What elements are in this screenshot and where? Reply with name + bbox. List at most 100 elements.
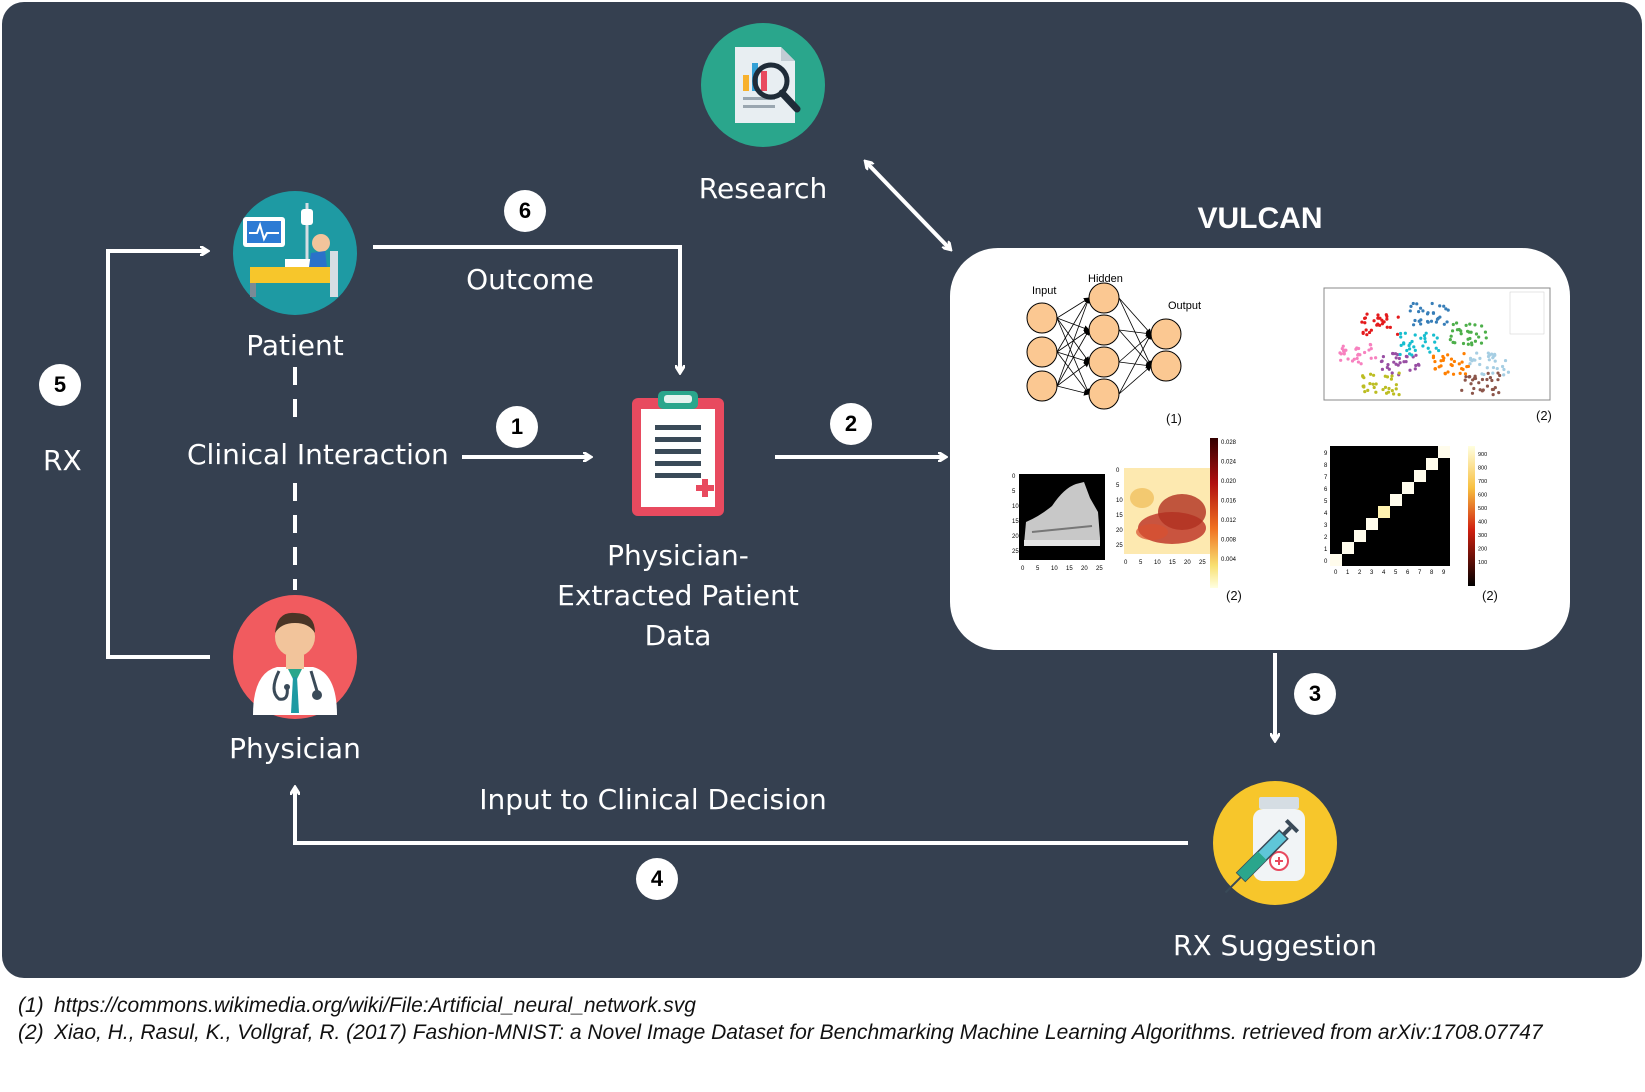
tsne-point bbox=[1432, 333, 1436, 337]
sneaker-x-tick: 0 bbox=[1124, 560, 1128, 566]
tsne-point bbox=[1390, 389, 1394, 393]
tsne-point bbox=[1403, 331, 1407, 335]
rx-suggestion-label: RX Suggestion bbox=[1172, 929, 1378, 962]
tsne-point bbox=[1394, 356, 1398, 360]
tsne-point bbox=[1457, 362, 1461, 366]
sneaker-x-tick: 25 bbox=[1096, 566, 1103, 572]
tsne-point bbox=[1380, 367, 1385, 371]
tsne-point bbox=[1502, 373, 1506, 377]
nn-neuron bbox=[1026, 302, 1058, 334]
tsne-point bbox=[1461, 341, 1466, 346]
tsne-point bbox=[1506, 370, 1511, 374]
sneaker-x-tick: 10 bbox=[1154, 560, 1161, 566]
tsne-point bbox=[1411, 323, 1416, 327]
tsne-point bbox=[1419, 336, 1423, 340]
rx-label: RX bbox=[43, 444, 82, 477]
tsne-point bbox=[1449, 362, 1453, 367]
sneaker-x-tick: 20 bbox=[1184, 560, 1191, 566]
tsne-point bbox=[1396, 363, 1400, 367]
sneaker-y-tick: 25 bbox=[1116, 543, 1123, 549]
cm-x-tick: 7 bbox=[1418, 570, 1422, 576]
sneaker-x-tick: 15 bbox=[1066, 566, 1073, 572]
tsne-point bbox=[1385, 317, 1389, 321]
tsne-point bbox=[1361, 331, 1365, 335]
tsne-point bbox=[1439, 364, 1443, 368]
tsne-point bbox=[1374, 390, 1378, 394]
nn-connection bbox=[1056, 297, 1090, 353]
tsne-point bbox=[1415, 302, 1419, 306]
tsne-point bbox=[1402, 342, 1406, 346]
tsne-point bbox=[1372, 385, 1376, 390]
nn-connection bbox=[1118, 333, 1152, 363]
tsne-point bbox=[1477, 335, 1481, 339]
tsne-point bbox=[1463, 372, 1468, 376]
tsne-point bbox=[1479, 341, 1484, 345]
tsne-point bbox=[1448, 338, 1452, 342]
tsne-point bbox=[1367, 330, 1372, 335]
tsne-point bbox=[1473, 323, 1477, 327]
step-badge-1: 1 bbox=[496, 406, 538, 448]
step-badge-4: 4 bbox=[636, 858, 678, 900]
sneaker-x-tick: 0 bbox=[1021, 566, 1025, 572]
cm-x-tick: 5 bbox=[1394, 570, 1398, 576]
sneaker-y-tick: 20 bbox=[1116, 528, 1123, 534]
cm-y-tick: 5 bbox=[1324, 499, 1328, 505]
cm-x-tick: 1 bbox=[1346, 570, 1350, 576]
cm-x-tick: 0 bbox=[1334, 570, 1338, 576]
neural-network-figure: Input Hidden Output bbox=[1026, 274, 1201, 410]
tsne-point bbox=[1428, 350, 1432, 354]
tsne-point bbox=[1472, 386, 1476, 391]
tsne-point bbox=[1356, 360, 1361, 364]
tsne-point bbox=[1446, 353, 1450, 357]
nn-connection bbox=[1118, 333, 1152, 395]
tsne-point bbox=[1455, 328, 1460, 332]
tsne-point bbox=[1468, 375, 1472, 379]
tsne-point bbox=[1491, 393, 1495, 397]
outcome-label: Outcome bbox=[466, 263, 594, 296]
tsne-point bbox=[1405, 348, 1409, 353]
tsne-point bbox=[1483, 330, 1488, 334]
tsne-point bbox=[1408, 347, 1412, 351]
patient-data-label-line: Physician- bbox=[607, 539, 749, 572]
tsne-point bbox=[1424, 331, 1428, 335]
tsne-point bbox=[1491, 365, 1496, 370]
tsne-point bbox=[1417, 319, 1421, 323]
tsne-point bbox=[1495, 366, 1499, 371]
tsne-point bbox=[1498, 373, 1502, 378]
tsne-point bbox=[1503, 358, 1508, 363]
cm-y-tick: 1 bbox=[1324, 547, 1328, 553]
nn-connection bbox=[1118, 297, 1152, 335]
nn-connection bbox=[1056, 329, 1090, 387]
tsne-point bbox=[1409, 304, 1413, 308]
sneaker-colorbar-tick: 0.028 bbox=[1221, 440, 1237, 446]
tsne-point bbox=[1492, 354, 1496, 358]
tsne-point bbox=[1446, 308, 1450, 312]
cm-diagonal-cell bbox=[1378, 506, 1390, 518]
tsne-point bbox=[1405, 355, 1409, 359]
tsne-point bbox=[1413, 348, 1417, 352]
tsne-point bbox=[1469, 382, 1473, 386]
tsne-point bbox=[1459, 329, 1463, 333]
tsne-point bbox=[1408, 309, 1412, 313]
nn-connection bbox=[1056, 317, 1090, 332]
tsne-point bbox=[1346, 357, 1350, 361]
nn-connection bbox=[1056, 317, 1090, 363]
sneaker-y-tick: 0 bbox=[1012, 474, 1016, 480]
tsne-point bbox=[1485, 366, 1489, 370]
cm-y-tick: 6 bbox=[1324, 487, 1328, 493]
tsne-point bbox=[1449, 334, 1453, 338]
patient-data-label-line: Extracted Patient bbox=[557, 579, 799, 612]
sneaker-y-tick: 10 bbox=[1116, 498, 1123, 504]
sneaker-colorbar-tick: 0.020 bbox=[1221, 479, 1237, 485]
tsne-point bbox=[1390, 374, 1394, 378]
tsne-point bbox=[1441, 354, 1445, 359]
tsne-point bbox=[1473, 358, 1477, 362]
tsne-point bbox=[1486, 351, 1490, 355]
cm-diagonal-cell bbox=[1402, 482, 1414, 494]
tsne-point bbox=[1368, 382, 1372, 386]
research-icon bbox=[701, 23, 825, 147]
tsne-point bbox=[1472, 376, 1477, 381]
sneaker-x-tick: 5 bbox=[1036, 566, 1040, 572]
tsne-point bbox=[1469, 330, 1473, 334]
tsne-point bbox=[1433, 359, 1437, 364]
